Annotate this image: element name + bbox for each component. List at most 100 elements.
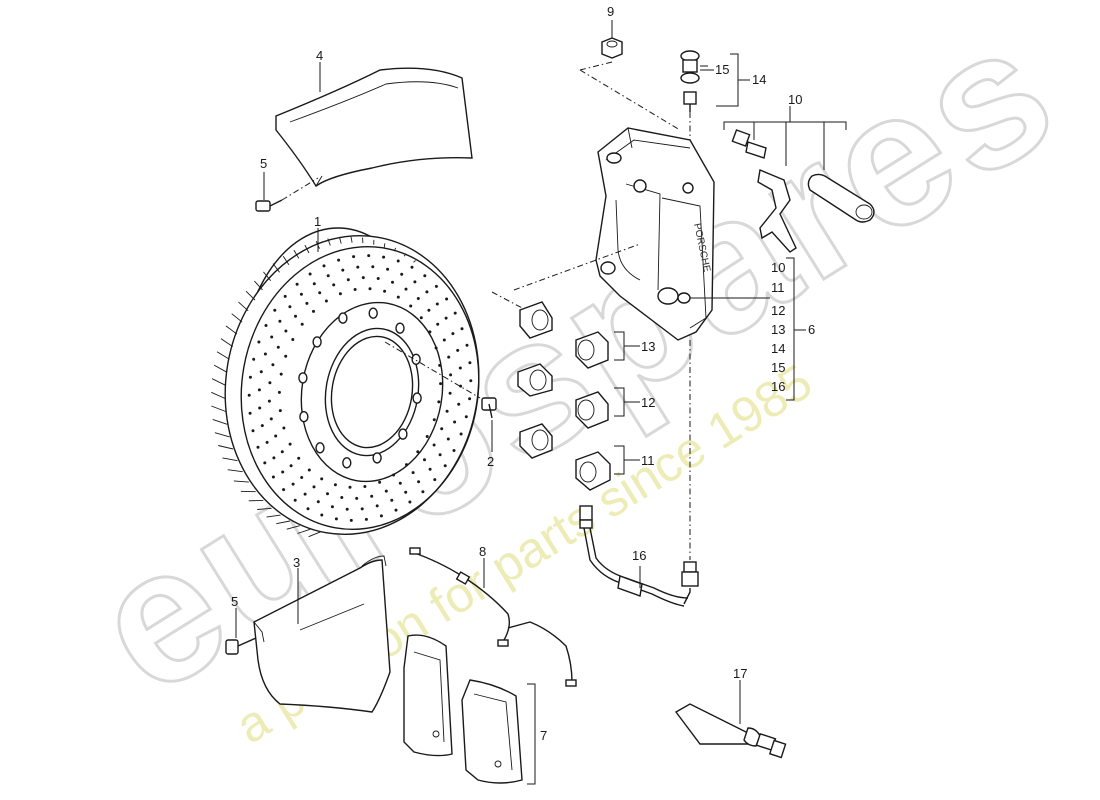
cross-drill-hole	[423, 458, 426, 462]
cross-drill-hole	[451, 332, 455, 336]
cross-drill-hole	[464, 415, 468, 419]
hub-bolt-hole	[298, 372, 308, 384]
cross-drill-hole	[247, 393, 251, 397]
vent-vane	[211, 405, 226, 412]
cross-drill-hole	[303, 492, 307, 496]
cross-drill-hole	[382, 255, 386, 259]
cross-drill-hole	[439, 382, 443, 386]
kit-item: 15	[771, 360, 785, 375]
vent-vane	[211, 378, 226, 386]
part-1-brake-disc[interactable]	[202, 215, 502, 554]
cross-drill-hole	[443, 464, 447, 468]
cross-drill-hole	[416, 450, 420, 454]
cross-drill-hole	[346, 278, 350, 282]
cross-drill-hole	[384, 489, 388, 493]
hub-bolt-hole	[338, 312, 348, 324]
part-3-lower-shield[interactable]	[253, 555, 391, 713]
cross-drill-hole	[282, 426, 286, 430]
callout-11: 11	[641, 453, 655, 468]
disc-bolt-holes	[298, 307, 422, 469]
callout-leaders	[235, 20, 806, 724]
seal-lower-left	[519, 423, 553, 459]
pistons-and-seals[interactable]	[517, 301, 640, 491]
kit-item: 12	[771, 303, 785, 318]
vent-vane	[220, 338, 233, 347]
callout-8: 8	[479, 544, 486, 559]
cross-drill-hole	[307, 468, 311, 472]
cross-drill-hole	[259, 370, 263, 374]
cross-drill-hole	[400, 272, 404, 276]
cross-drill-hole	[432, 443, 436, 447]
part-17-grease-tube[interactable]	[674, 703, 787, 759]
cross-drill-hole	[448, 391, 452, 395]
cross-drill-hole	[444, 316, 448, 320]
vent-vane	[350, 236, 353, 243]
part-2-bolt[interactable]	[384, 341, 497, 419]
vent-vane	[257, 507, 272, 510]
cross-drill-hole	[434, 346, 438, 350]
cross-drill-hole	[297, 456, 301, 460]
part-5-lower-bolt[interactable]	[225, 637, 257, 655]
callout-1: 1	[314, 214, 321, 229]
cross-drill-hole	[337, 258, 341, 262]
caliper-housing[interactable]: PORSCHE	[595, 127, 715, 341]
cross-drill-hole	[460, 327, 464, 331]
vent-vane	[254, 280, 263, 291]
cross-drill-hole	[465, 343, 469, 347]
part-4-upper-shield[interactable]	[275, 67, 473, 188]
cross-drill-hole	[410, 265, 414, 269]
cross-drill-hole	[376, 277, 380, 280]
cross-drill-hole	[271, 363, 275, 367]
cross-drill-hole	[469, 379, 473, 383]
cross-drill-hole	[251, 429, 255, 433]
callout-12: 12	[641, 395, 655, 410]
callout-numbers: 1 2 3 4 5 5 6 7 8 9 10 11 12 13 14 15 16…	[231, 4, 815, 743]
callout-3: 3	[293, 555, 300, 570]
cross-drill-hole	[432, 418, 436, 422]
cross-drill-hole	[299, 292, 303, 296]
kit-item: 10	[771, 260, 785, 275]
cross-drill-hole	[411, 471, 415, 475]
cross-drill-hole	[248, 375, 252, 379]
cross-drill-hole	[442, 338, 446, 342]
cross-drill-hole	[433, 478, 437, 482]
cross-drill-hole	[280, 450, 284, 454]
cross-drill-hole	[456, 348, 460, 352]
part-10-retainer-set[interactable]	[723, 106, 875, 253]
cross-drill-hole	[312, 309, 315, 313]
cross-drill-hole	[398, 481, 402, 485]
vent-vane	[286, 525, 300, 530]
vent-vane	[297, 528, 311, 534]
part-16-brake-line[interactable]	[579, 505, 699, 607]
vent-vane	[276, 520, 290, 525]
part-5-upper-bolt[interactable]	[255, 177, 319, 212]
cross-drill-hole	[445, 409, 449, 413]
part-7-brake-pads[interactable]	[403, 634, 536, 785]
cross-drill-hole	[434, 284, 438, 288]
cross-drill-hole	[378, 480, 382, 484]
cross-drill-hole	[300, 476, 304, 479]
vent-vane	[403, 253, 407, 257]
part-9-nut[interactable]	[579, 37, 681, 131]
cross-drill-hole	[288, 442, 292, 446]
vent-vane	[225, 325, 238, 335]
cross-drill-hole	[272, 456, 276, 460]
cross-drill-hole	[428, 467, 432, 471]
cross-drill-hole	[361, 276, 365, 280]
cross-drill-hole	[279, 372, 283, 376]
cross-drill-hole	[320, 513, 324, 517]
callout-9: 9	[607, 4, 614, 19]
disc-cross-drill-holes	[247, 254, 473, 522]
cross-drill-hole	[263, 461, 267, 465]
cross-drill-hole	[284, 354, 288, 358]
cross-drill-hole	[257, 340, 261, 344]
callout-15: 15	[715, 62, 729, 77]
part-8-wear-sensor[interactable]	[409, 547, 577, 687]
cross-drill-hole	[283, 294, 287, 298]
hub-bolt-hole	[411, 353, 421, 365]
vent-vane	[308, 531, 321, 538]
cross-drill-hole	[278, 409, 282, 413]
cross-drill-hole	[413, 280, 417, 284]
callout-16: 16	[632, 548, 646, 563]
hub-bolt-hole	[315, 442, 325, 454]
